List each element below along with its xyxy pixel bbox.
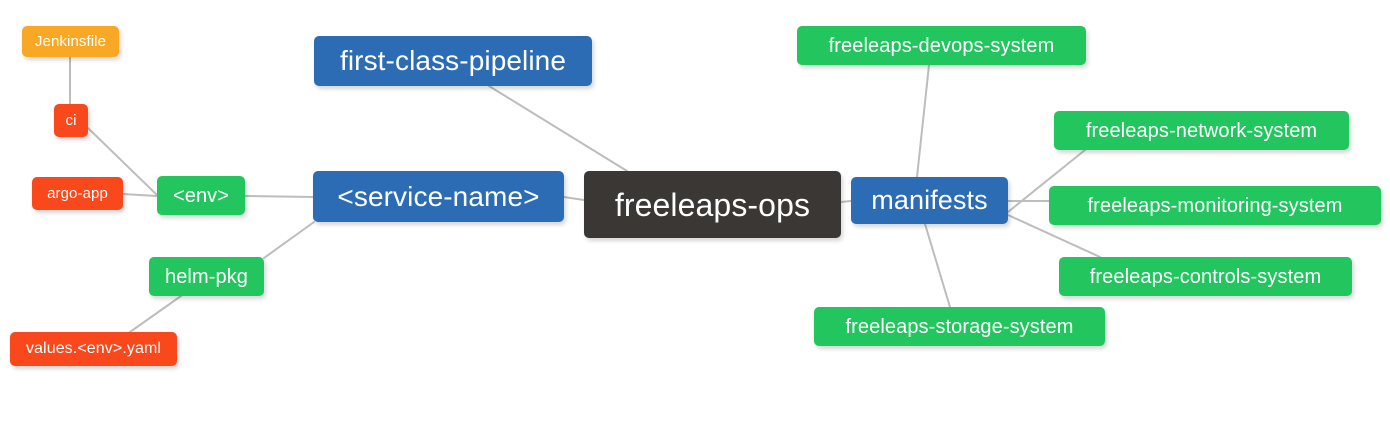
mindmap-node-storage-system[interactable]: freeleaps-storage-system <box>814 307 1105 346</box>
mindmap-node-label: argo-app <box>47 185 108 202</box>
mindmap-node-values-env-yaml[interactable]: values.<env>.yaml <box>10 332 177 366</box>
mindmap-node-network-system[interactable]: freeleaps-network-system <box>1054 111 1349 150</box>
mindmap-node-label: <service-name> <box>337 180 540 212</box>
mindmap-node-label: freeleaps-devops-system <box>828 34 1055 57</box>
mindmap-node-ci[interactable]: ci <box>54 104 88 137</box>
mindmap-node-helm-pkg[interactable]: helm-pkg <box>149 257 264 296</box>
mindmap-node-monitoring-system[interactable]: freeleaps-monitoring-system <box>1049 186 1381 225</box>
mindmap-node-devops-system[interactable]: freeleaps-devops-system <box>797 26 1086 65</box>
mindmap-node-env[interactable]: <env> <box>157 176 245 215</box>
mindmap-node-manifests[interactable]: manifests <box>851 177 1008 224</box>
mindmap-node-jenkinsfile[interactable]: Jenkinsfile <box>22 26 119 57</box>
mindmap-node-label: first-class-pipeline <box>339 45 567 76</box>
mindmap-node-label: freeleaps-storage-system <box>845 315 1074 338</box>
mindmap-node-freeleaps-ops[interactable]: freeleaps-ops <box>584 171 841 238</box>
mindmap-node-label: freeleaps-ops <box>614 186 811 223</box>
mindmap-node-service-name[interactable]: <service-name> <box>313 171 564 222</box>
mindmap-node-label: values.<env>.yaml <box>25 340 162 357</box>
mindmap-node-label: freeleaps-controls-system <box>1089 265 1322 288</box>
mindmap-node-label: <env> <box>172 184 230 207</box>
mindmap-node-label: freeleaps-monitoring-system <box>1087 194 1343 217</box>
mindmap-node-first-class-pipeline[interactable]: first-class-pipeline <box>314 36 592 86</box>
mindmap-node-controls-system[interactable]: freeleaps-controls-system <box>1059 257 1352 296</box>
mindmap-node-label: Jenkinsfile <box>34 33 107 50</box>
mindmap-node-label: ci <box>65 112 77 129</box>
mindmap-node-label: freeleaps-network-system <box>1085 119 1318 142</box>
mindmap-node-label: manifests <box>871 185 988 215</box>
mindmap-node-label: helm-pkg <box>164 265 249 288</box>
mindmap-node-argo-app[interactable]: argo-app <box>32 177 123 210</box>
